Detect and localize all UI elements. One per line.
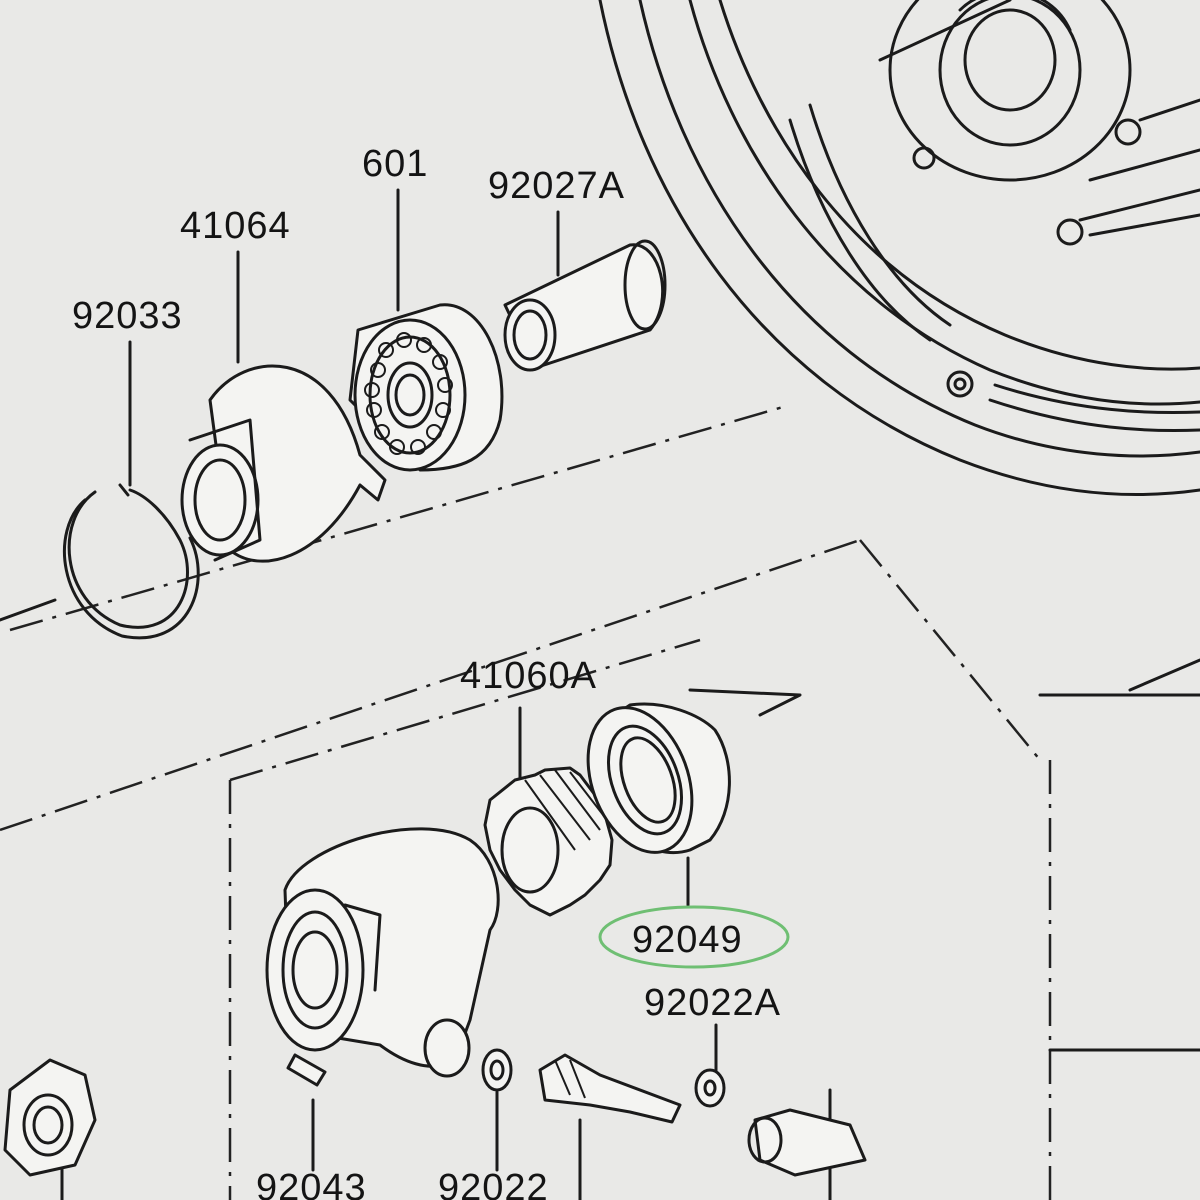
gear-41060a (483, 766, 614, 917)
label-92022: 92022 (438, 1167, 549, 1200)
highlight-ellipse (598, 905, 790, 969)
collar-92027a (503, 239, 667, 372)
circlip-92033 (62, 483, 200, 640)
part-labels: 601 92027A 41064 92033 41060A 92049 9202… (72, 143, 781, 1200)
label-41064: 41064 (180, 205, 291, 247)
center-lines (0, 403, 1052, 1200)
oil-seal-92049 (586, 702, 731, 855)
label-92049: 92049 (632, 919, 743, 961)
small-parts (3, 1048, 867, 1177)
retainer-41064 (180, 364, 387, 563)
bearing-601 (348, 303, 504, 472)
label-92027a: 92027A (488, 165, 625, 207)
wheel-rim-drawing (598, 0, 1200, 497)
label-92043: 92043 (256, 1167, 367, 1200)
label-92022a: 92022A (644, 982, 781, 1024)
gear-housing (265, 827, 500, 1078)
leader-lines (0, 188, 1200, 1200)
label-92033: 92033 (72, 295, 183, 337)
label-41060a: 41060A (460, 655, 597, 697)
label-601: 601 (362, 143, 428, 185)
